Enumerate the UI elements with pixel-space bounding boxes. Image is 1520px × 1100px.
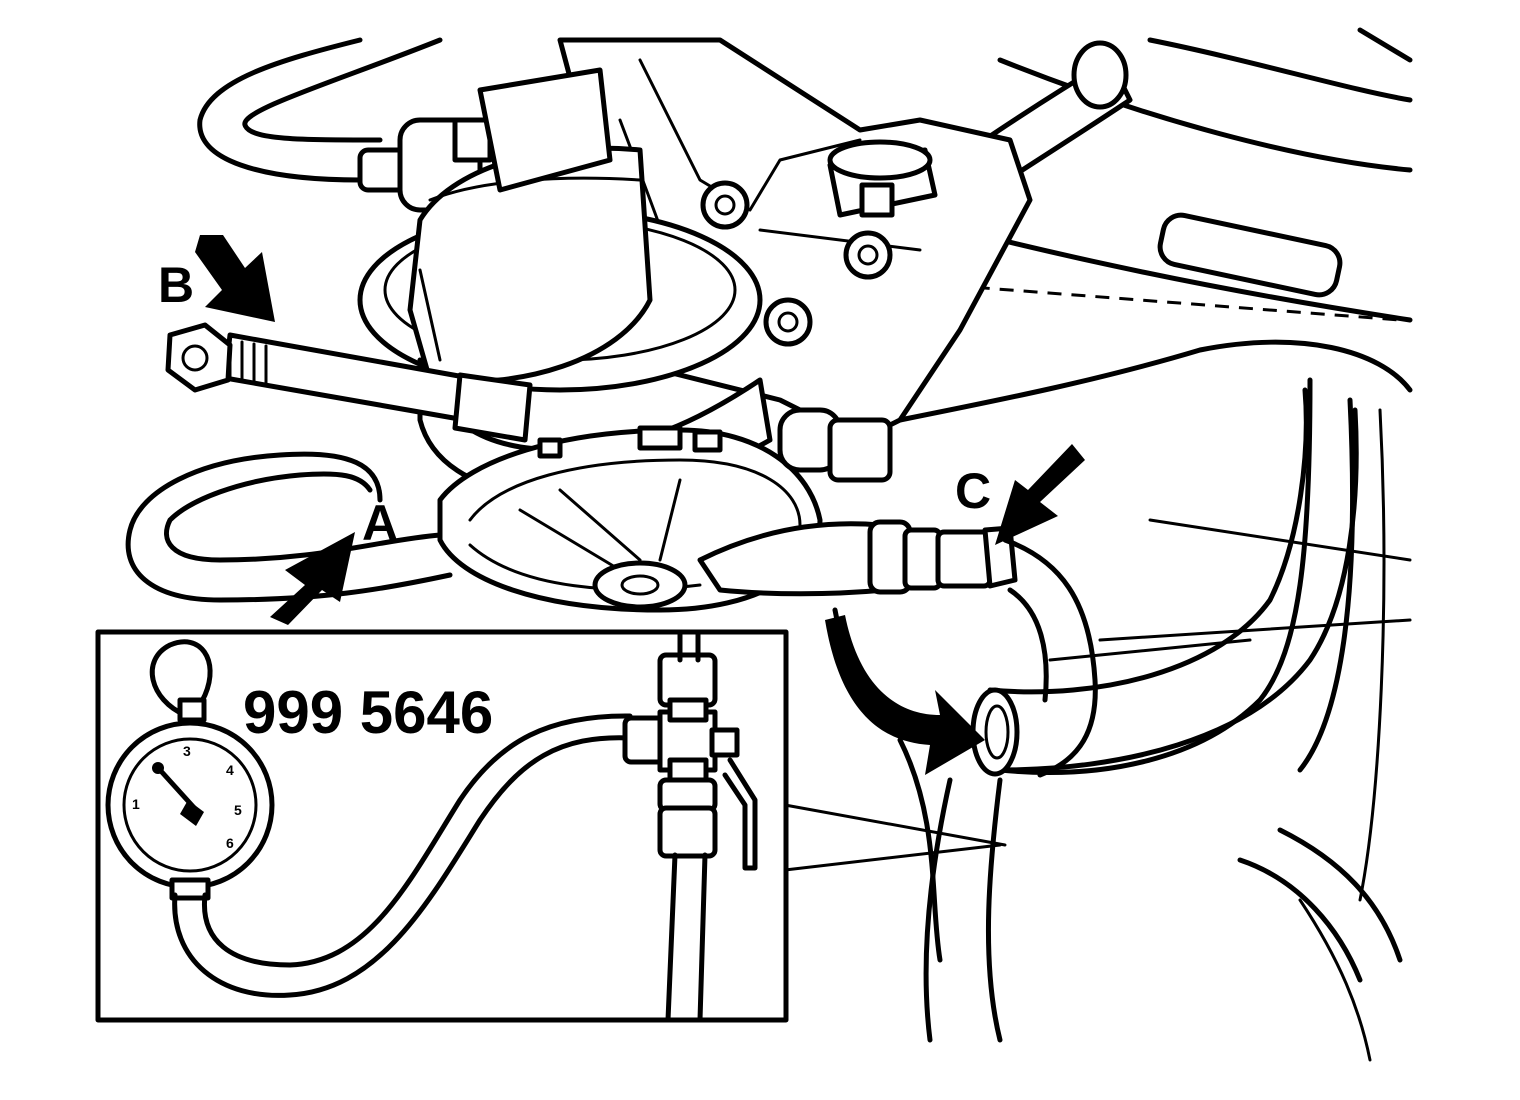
label-a: A	[362, 495, 398, 551]
callout-arrow-a	[270, 532, 355, 625]
svg-text:1: 1	[132, 796, 140, 812]
tee-fitting-valve	[622, 629, 758, 1023]
callout-arrow-c	[995, 444, 1085, 545]
tool-number: 999 5646	[243, 679, 493, 746]
main-fuel-hose	[970, 387, 1359, 778]
hose-a	[125, 451, 453, 603]
bracket-bolt-1	[700, 180, 750, 230]
svg-text:2: 2	[154, 760, 162, 776]
label-c: C	[955, 463, 991, 519]
callout-arrow-b	[195, 235, 275, 322]
fuel-pump-assembly	[357, 67, 1018, 613]
upper-hose	[197, 37, 493, 213]
bracket-bolt-3	[763, 297, 813, 347]
rod-b	[165, 322, 533, 443]
rod-nut	[165, 322, 233, 393]
label-b: B	[158, 257, 194, 313]
svg-text:4: 4	[226, 762, 234, 778]
rubber-mount	[827, 139, 938, 218]
pressure-gauge-inset: 1 2 3 4 5 6 999 5646	[95, 629, 789, 1023]
gauge-dial-numbers: 1 2 3 4 5 6	[132, 743, 242, 851]
pressure-gauge-icon	[105, 697, 275, 901]
inset-leader-lines	[783, 803, 1007, 872]
svg-text:6: 6	[226, 835, 234, 851]
disconnect-direction-arrow	[825, 607, 985, 775]
gauge-hook-icon	[149, 639, 213, 718]
bracket-bolt-2	[843, 230, 893, 280]
svg-text:3: 3	[183, 743, 191, 759]
svg-text:5: 5	[234, 802, 242, 818]
